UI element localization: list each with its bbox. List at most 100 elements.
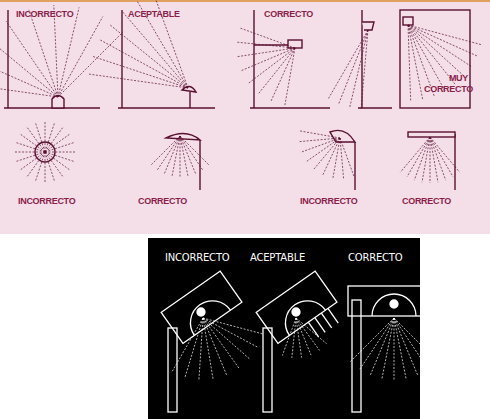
bottom-row-figures [35,130,455,190]
label-slot: INCORRECTO [16,9,73,19]
light-ray [430,137,453,177]
view-label: INCORRECTO [300,196,357,206]
light-ray [164,136,180,175]
light-ray [123,12,188,88]
light-ray [100,40,188,88]
light-ray [45,152,69,170]
light-ray [241,28,296,48]
light-ray [430,137,438,182]
light-ray [17,143,46,152]
black-panel [148,238,420,419]
light-ray [29,10,58,97]
light-ray [21,134,45,152]
light-ray [93,57,188,89]
light-ray [199,318,203,380]
light-ray [45,134,69,152]
light-ray [400,137,430,172]
light-ray [203,318,258,347]
light-ray [180,136,210,166]
light-ray [408,25,477,56]
light-ray [150,136,180,166]
light-ray [301,138,341,152]
light-ray [407,137,430,177]
label-slot: INCORRECTO [165,252,229,263]
pink-panel [0,0,490,234]
light-ray [296,318,327,344]
view-label: CORRECTO [138,196,187,206]
light-ray [203,318,227,375]
light-ray [430,137,431,183]
light-ray [370,318,394,375]
light-ray [45,152,54,181]
light-ray [45,152,75,153]
light-ray [408,25,455,85]
light-ray [185,318,203,377]
light-ray [414,137,430,180]
label-slot: ACEPTABLE [128,9,180,19]
light-ray [408,25,411,101]
label-slot: ACEPTABLE [250,252,305,263]
light-ray [328,30,368,99]
light-ray [180,136,188,177]
view-label: INCORRECTO [165,252,229,263]
light-rays [172,318,438,380]
view-label: INCORRECTO [16,9,73,19]
light-ray [350,318,394,362]
view-label: CORRECTO [264,9,313,19]
light-ray [45,152,74,161]
light-ray [430,137,460,172]
view-label: ACEPTABLE [250,252,305,263]
light-ray [36,152,45,181]
light-ray [340,138,344,180]
light-ray [203,318,250,359]
light-ray [350,30,368,108]
light-ray [110,25,188,88]
luminaire-figures [161,271,424,412]
light-ray [394,318,406,379]
light-ray [45,124,54,153]
light-ray [0,60,58,97]
view-label: ACEPTABLE [128,9,180,19]
light-ray [285,48,295,105]
light-ray [45,128,63,152]
light-ray [282,318,296,356]
light-ray [36,124,45,153]
light-ray [45,152,63,176]
light-ray [394,318,438,362]
light-ray [298,138,340,142]
light-ray [45,143,74,152]
light-ray [408,25,472,67]
top-row-figures [4,10,470,108]
light-ray [296,318,320,350]
light-ray [249,48,295,83]
label-slot: INCORRECTO [18,196,75,206]
light-ray [180,136,181,178]
light-ray [340,138,354,178]
light-ray [271,48,295,101]
light-ray [299,131,340,138]
light-ray [394,318,418,375]
view-label: CORRECTO [348,252,402,263]
light-ray [238,48,295,57]
light-ray [408,25,445,91]
label-slot: CORRECTO [264,9,313,19]
light-ray [58,32,123,97]
light-ray [292,318,296,358]
light-ray [172,318,203,372]
light-ray [45,122,46,152]
light-ray [242,48,295,71]
light-ray [27,128,45,152]
light-ray [180,136,196,175]
light-ray [430,137,446,180]
light-ray [0,84,58,97]
label-slot: MUY CORRECTO [424,73,468,95]
light-ray [361,30,368,110]
label-slot: CORRECTO [402,196,451,206]
light-ray [408,25,464,76]
light-ray [306,138,340,162]
light-ray [333,138,340,179]
view-label: CORRECTO [402,196,451,206]
light-ray [394,318,395,380]
light-ray [322,138,340,176]
